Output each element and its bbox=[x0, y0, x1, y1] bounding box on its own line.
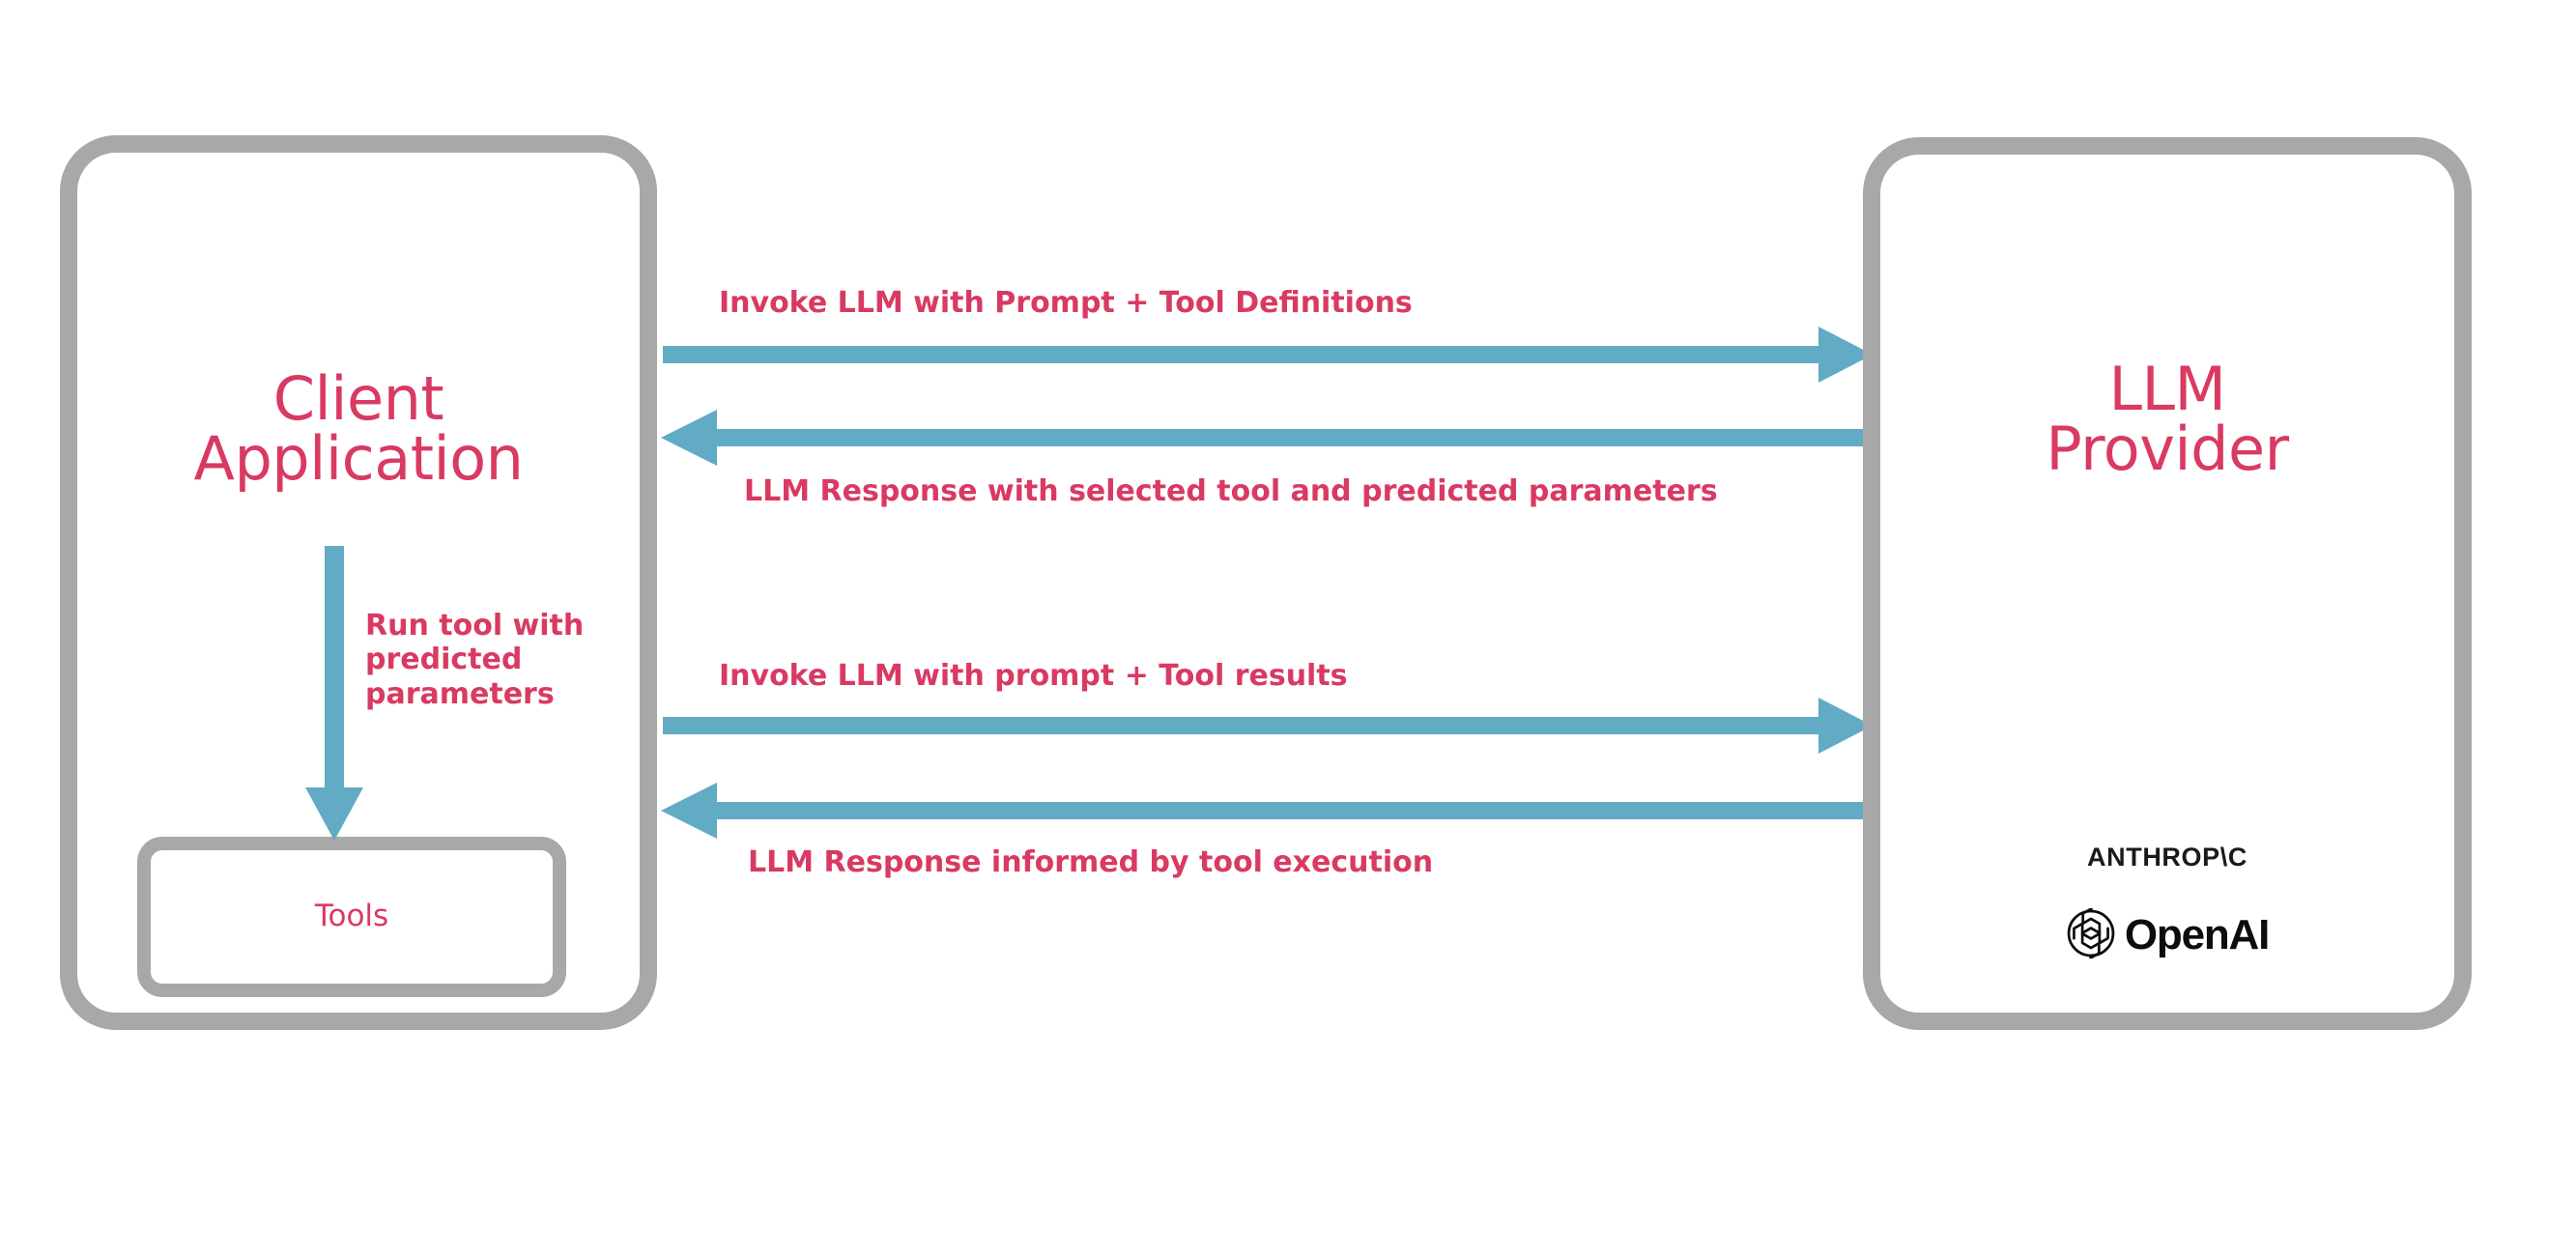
message-arrow-1-label: Invoke LLM with Prompt + Tool Definition… bbox=[719, 286, 1413, 320]
message-arrow-1 bbox=[663, 327, 1873, 383]
message-arrow-2-label: LLM Response with selected tool and pred… bbox=[744, 474, 1718, 508]
message-arrow-3 bbox=[663, 698, 1873, 754]
tools-box bbox=[137, 837, 566, 997]
anthropic-logo: ANTHROP\C bbox=[2087, 843, 2247, 872]
openai-flower-icon bbox=[2066, 906, 2116, 962]
run-tool-arrow-label: Run tool with predicted parameters bbox=[365, 609, 585, 711]
openai-logo-group: OpenAI bbox=[1863, 906, 2472, 962]
run-tool-arrow bbox=[290, 546, 406, 845]
openai-wordmark: OpenAI bbox=[2124, 911, 2270, 958]
message-arrow-4 bbox=[661, 783, 1873, 839]
message-arrow-4-label: LLM Response informed by tool execution bbox=[748, 845, 1434, 879]
message-arrow-3-label: Invoke LLM with prompt + Tool results bbox=[719, 659, 1348, 693]
message-arrow-2 bbox=[661, 410, 1873, 466]
llm-provider-title: LLM Provider bbox=[2046, 354, 2289, 484]
llm-provider-box bbox=[1863, 137, 2472, 1030]
client-application-title: Client Application bbox=[193, 363, 524, 494]
tools-label: Tools bbox=[314, 899, 389, 933]
